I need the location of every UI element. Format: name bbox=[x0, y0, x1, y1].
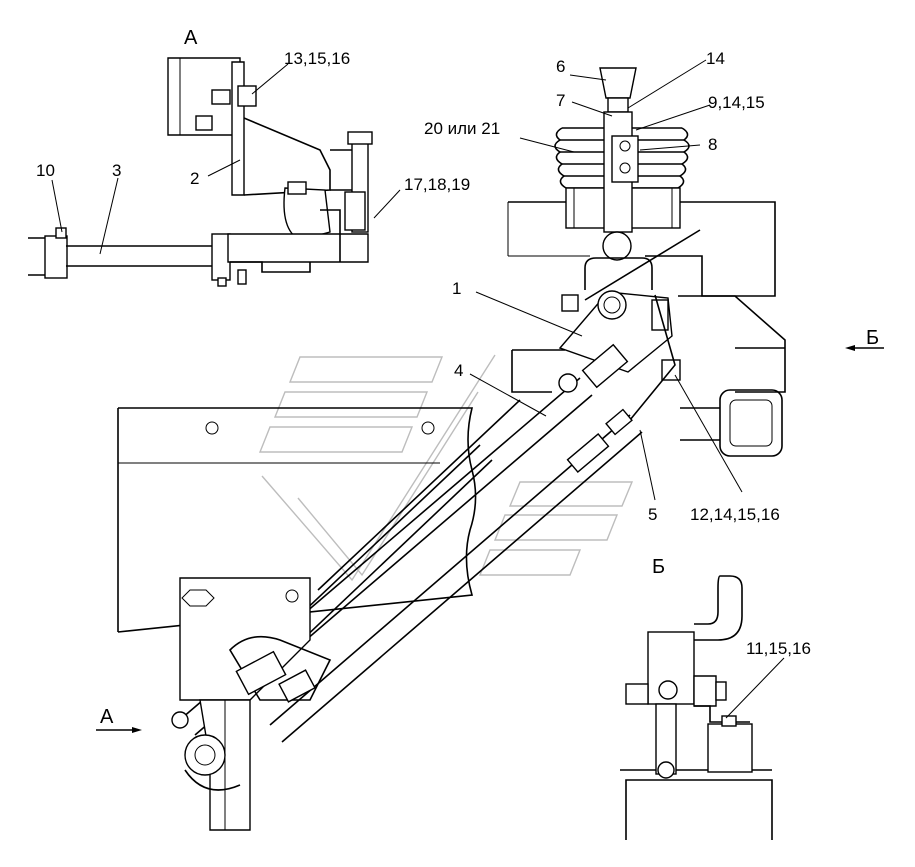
callout-2: 2 bbox=[190, 169, 199, 188]
callout-12-14-15-16: 12,14,15,16 bbox=[690, 505, 780, 524]
gear-lever-assembly bbox=[554, 67, 690, 290]
view-b-arrow-label: Б bbox=[866, 327, 879, 349]
lever-ball bbox=[602, 231, 632, 261]
callout-6: 6 bbox=[556, 57, 565, 76]
callout-1: 1 bbox=[452, 279, 461, 298]
callout-20-21: 20 или 21 bbox=[424, 119, 500, 138]
bracket-1 bbox=[558, 229, 701, 421]
watermark-logo bbox=[258, 354, 634, 582]
callout-17-18-19: 17,18,19 bbox=[404, 175, 470, 194]
rod-5 bbox=[269, 408, 643, 743]
callout-14: 14 bbox=[706, 49, 725, 68]
callout-11-15-16: 11,15,16 bbox=[746, 639, 811, 658]
view-a-arrow-label: А bbox=[100, 706, 114, 728]
view-b-title: Б bbox=[652, 556, 665, 578]
lever-knob bbox=[599, 67, 637, 99]
view-b-detail bbox=[620, 575, 773, 840]
leader-lines bbox=[51, 59, 785, 719]
callout-13-15-16: 13,15,16 bbox=[284, 49, 350, 68]
callout-4: 4 bbox=[454, 361, 463, 380]
callout-9-14-15: 9,14,15 bbox=[708, 93, 765, 112]
view-b-arrow bbox=[845, 345, 884, 351]
view-a-arrow bbox=[96, 727, 142, 733]
lever-clamp bbox=[611, 135, 639, 183]
square-tube bbox=[680, 389, 783, 457]
callout-5: 5 bbox=[648, 505, 657, 524]
frame-beam bbox=[117, 407, 477, 633]
callout-7: 7 bbox=[556, 91, 565, 110]
view-a-title: А bbox=[184, 27, 198, 49]
cab-floor-plate bbox=[507, 201, 786, 393]
gearbox-bracket bbox=[171, 577, 332, 831]
callout-8: 8 bbox=[708, 135, 717, 154]
callout-3: 3 bbox=[112, 161, 121, 180]
callout-10: 10 bbox=[36, 161, 55, 180]
view-a-detail bbox=[28, 57, 373, 287]
knob-nut bbox=[607, 97, 629, 113]
